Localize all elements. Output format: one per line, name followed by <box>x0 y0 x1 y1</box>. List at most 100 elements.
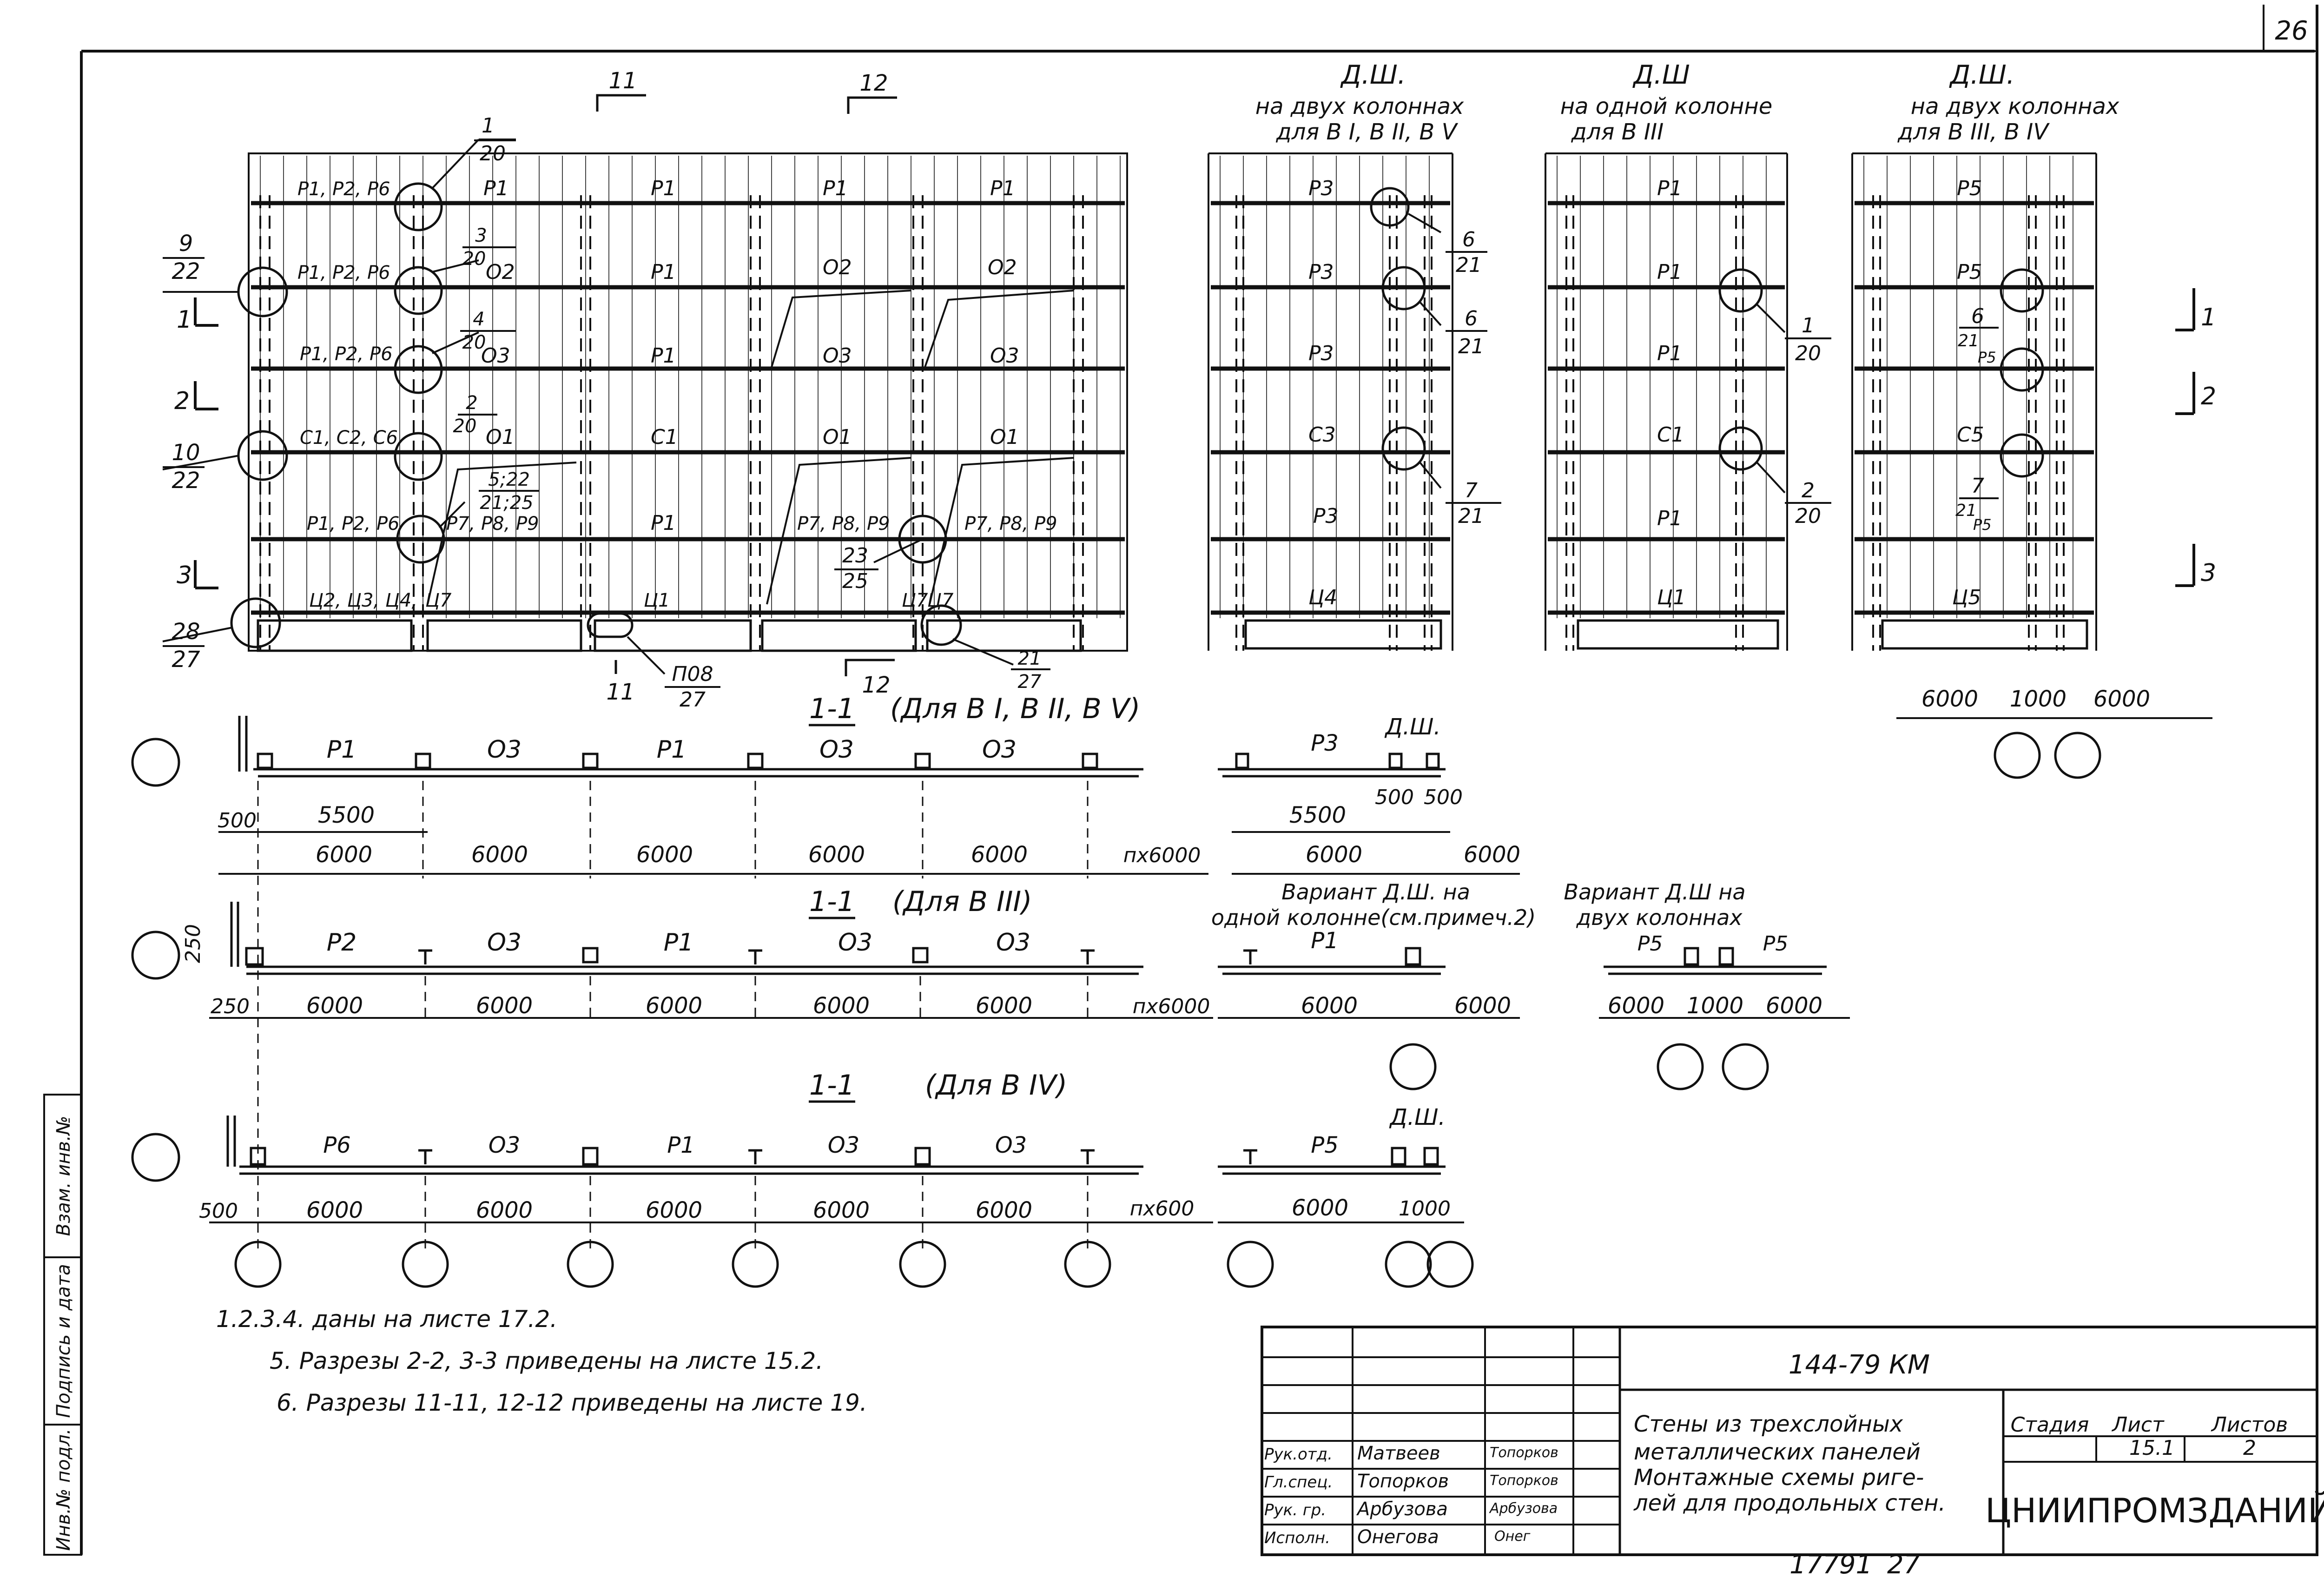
s1-dim-6: пх6000 <box>1123 844 1201 867</box>
s3-panel-5: О3 <box>995 1132 1027 1158</box>
s3-dim-1: 500 <box>199 1199 238 1223</box>
title-organization: ЦНИИПРОМЗДАНИЙ <box>1985 1491 2324 1530</box>
s3-panel-3: Р1 <box>667 1132 694 1158</box>
s2-panel-5: О3 <box>996 929 1030 957</box>
dsh1-label-2: Р3 <box>1308 260 1334 284</box>
dsh3-dim-1: 6000 <box>1921 686 1978 712</box>
side-stamp: Взам. инв.№ Подпись и дата Инв.№ подл. <box>43 1094 82 1556</box>
s3-dim-2: 6000 <box>306 1197 363 1223</box>
dsh1-title: Д.Ш. <box>1340 60 1406 90</box>
dsh1-label-5: Р3 <box>1313 504 1339 528</box>
callout-21-sheet: 27 <box>1018 671 1042 693</box>
main-elevation: Р1, Р2, Р6 Р1, Р2, Р6 Р1, Р2, Р6 С1, С2,… <box>162 68 1128 712</box>
cell-r6-3: Ц7 <box>902 590 928 611</box>
cell-r5-2: Р1 <box>651 511 676 535</box>
level-mark-3: 3 <box>177 561 192 589</box>
dsh2-subtitle1: на одной колонне <box>1560 93 1773 119</box>
s2-variant1-text2: одной колонне(см.примеч.2) <box>1211 905 1536 930</box>
section-marker-11-bottom: 11 <box>606 679 634 705</box>
dsh3-label-2: Р5 <box>1957 260 1982 284</box>
person-4-role: Исполн. <box>1264 1529 1330 1547</box>
title-sheet-label: Лист <box>2111 1413 2165 1437</box>
dsh1-callout-2-num: 6 <box>1465 307 1478 330</box>
person-3-name: Арбузова <box>1356 1499 1448 1520</box>
s3-right-dim-1: 6000 <box>1292 1195 1348 1221</box>
cell-r5-3: Р7, Р8, Р9 <box>797 513 890 535</box>
cell-r6-2: Ц1 <box>644 590 670 611</box>
s2-panel-3: Р1 <box>664 929 693 957</box>
dsh3-level-2: 2 <box>2201 383 2216 410</box>
s1-right-dim-2: 6000 <box>1464 842 1520 868</box>
title-sheet-value: 15.1 <box>2129 1436 2175 1460</box>
s2-variant1-text1: Вариант Д.Ш. на <box>1281 879 1470 905</box>
callout-4-sheet: 20 <box>462 332 486 353</box>
s3-note: (Для В IV) <box>925 1069 1067 1102</box>
dsh3-label-4: С5 <box>1957 423 1984 447</box>
dsh1-label-4: С3 <box>1308 423 1336 447</box>
dsh3-subtitle1: на двух колоннах <box>1911 93 2119 119</box>
s2-dim-3: 6000 <box>476 993 533 1019</box>
title-code: 144-79 КМ <box>1789 1350 1930 1380</box>
dsh1-callout-3-sheet: 21 <box>1458 504 1484 528</box>
cell-r2-4: О2 <box>988 256 1017 279</box>
s2-variant2-panel-2: Р5 <box>1763 932 1789 956</box>
dsh3-dim-3: 6000 <box>2093 686 2150 712</box>
s1-panel-2: О3 <box>487 736 522 764</box>
section-marker-12-top: 12 <box>859 70 888 96</box>
s3-right-label: Д.Ш. <box>1389 1104 1445 1130</box>
dsh2-callout-1-num: 1 <box>1802 314 1815 337</box>
cell-r3-2: Р1 <box>651 344 676 368</box>
cell-r6-4: Ц7 <box>927 590 954 611</box>
dsh1-subtitle2: для В I, В II, В V <box>1276 119 1459 145</box>
dsh2-label-2: Р1 <box>1657 260 1683 284</box>
cell-r1-4: Р1 <box>990 177 1016 200</box>
dsh1-label-6: Ц4 <box>1308 586 1337 609</box>
s2-dim-5: 6000 <box>813 993 870 1019</box>
callout-4-num: 4 <box>473 309 484 330</box>
dsh3-callout-2-num: 7 <box>1971 474 1984 498</box>
s3-dim-5: 6000 <box>813 1197 870 1223</box>
dsh1-callout-2-sheet: 21 <box>1458 335 1484 358</box>
s2-variant2-text1: Вариант Д.Ш на <box>1564 879 1745 905</box>
dsh2-callout-1-sheet: 20 <box>1795 342 1821 365</box>
note-1: 1.2.3.4. даны на листе 17.2. <box>216 1306 557 1333</box>
cell-r5-4: Р7, Р8, Р9 <box>964 513 1057 535</box>
callout-21-num: 21 <box>1018 648 1042 669</box>
callout-5-sheet: 21;25 <box>480 492 533 514</box>
s3-dim-3: 6000 <box>476 1197 533 1223</box>
section-marker-12-bottom: 12 <box>862 672 890 698</box>
s1-panel-5: О3 <box>982 736 1017 764</box>
s2-dim-4: 6000 <box>646 993 702 1019</box>
person-2-name: Топорков <box>1357 1471 1449 1492</box>
s1-title: 1-1 <box>809 693 855 725</box>
s1-right-dimtop-1: 5500 <box>1289 802 1346 828</box>
dsh3-label-5: Р5 <box>1973 516 1992 534</box>
row-label-3: Р1, Р2, Р6 <box>300 343 393 365</box>
title-desc-2: металлических панелей <box>1634 1439 1921 1465</box>
s1-dim-3: 6000 <box>636 842 693 868</box>
row-label-6: Ц2, Ц3, Ц4, <box>309 590 417 611</box>
stamp-label-replace: Взам. инв.№ <box>53 1116 74 1236</box>
s2-variant1-dim-2: 6000 <box>1454 993 1511 1019</box>
title-desc-4: лей для продольных стен. <box>1633 1490 1946 1516</box>
s1-dim-2: 6000 <box>471 842 528 868</box>
s1-right-dimtop-3: 500 <box>1424 786 1463 809</box>
cell-r3-1: О3 <box>481 344 510 368</box>
callout-2-num: 2 <box>466 392 477 414</box>
dsh2-label-4: С1 <box>1657 423 1684 447</box>
callout-p08-sheet: 27 <box>680 688 706 712</box>
callout-5-num: 5;22 <box>488 469 530 490</box>
s2-variant2-dim-3: 6000 <box>1766 993 1822 1019</box>
dsh2-subtitle2: для В III <box>1571 119 1664 145</box>
dsh3-level-1: 1 <box>2201 304 2216 331</box>
dsh3-callout-2-sheet: 21 <box>1955 501 1977 520</box>
title-desc-3: Монтажные схемы риге- <box>1634 1465 1924 1491</box>
s1-panel-3: Р1 <box>657 736 687 764</box>
person-1-name: Матвеев <box>1357 1443 1440 1464</box>
row-label-1: Р1, Р2, Р6 <box>297 178 390 200</box>
s2-left-dim: 250 <box>181 924 205 963</box>
cell-r6-1: Ц7 <box>425 590 452 611</box>
dsh3-callout-1-sheet: 21 <box>1958 331 1979 350</box>
callout-1-sheet: 20 <box>480 142 506 165</box>
